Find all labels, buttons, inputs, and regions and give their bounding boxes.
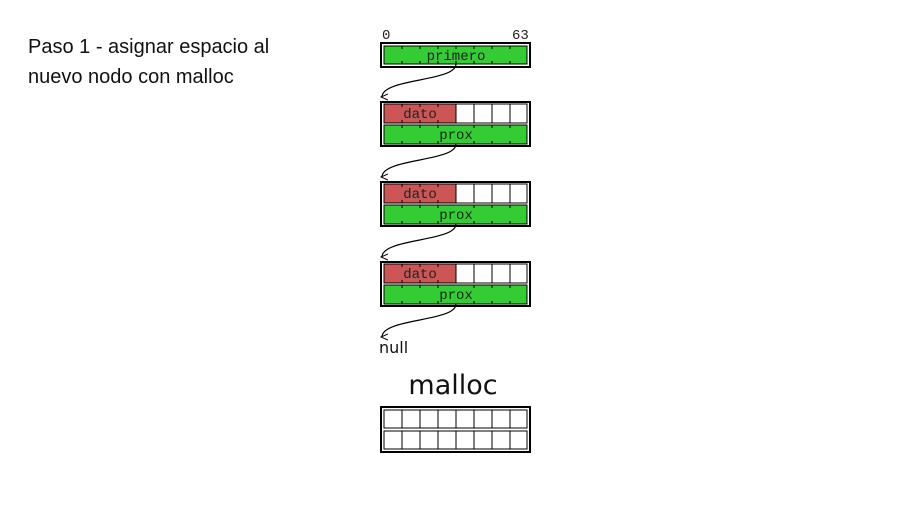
data-unused-cell <box>509 103 528 124</box>
step-description: Paso 1 - asignar espacio al nuevo nodo c… <box>28 32 328 92</box>
arrow-node-2-to-node-3 <box>382 223 457 257</box>
data-unused-cell <box>491 263 511 284</box>
list-node-2: dato prox <box>380 181 531 227</box>
data-unused-cell <box>455 183 475 204</box>
data-unused-cell <box>491 183 511 204</box>
bit-index-end: 63 <box>512 28 529 44</box>
head-pointer-label: primero <box>427 49 486 65</box>
malloc-label: malloc <box>408 370 497 401</box>
arrow-node-1-to-node-2 <box>382 143 457 177</box>
malloc-block <box>380 406 531 453</box>
data-field-label: dato <box>403 267 437 283</box>
data-unused-cell <box>473 183 493 204</box>
data-unused-cell <box>473 103 493 124</box>
null-label: null <box>379 338 408 357</box>
data-unused-cell <box>455 103 475 124</box>
data-field-label: dato <box>403 107 437 123</box>
step-description-line-1: Paso 1 - asignar espacio al <box>28 36 270 58</box>
head-pointer: 0 63 primero <box>380 28 531 68</box>
data-unused-cell <box>473 263 493 284</box>
bit-index-start: 0 <box>382 28 390 44</box>
arrow-node-3-to-null <box>382 303 457 337</box>
data-unused-cell <box>509 263 528 284</box>
data-field-label: dato <box>403 187 437 203</box>
next-pointer-label: prox <box>439 208 473 224</box>
step-description-line-2: nuevo nodo con malloc <box>28 66 234 88</box>
data-unused-cell <box>455 263 475 284</box>
next-pointer-label: prox <box>439 288 473 304</box>
data-unused-cell <box>509 183 528 204</box>
list-node-1: dato prox <box>380 101 531 147</box>
list-node-3: dato prox <box>380 261 531 307</box>
arrow-head-to-node-1 <box>382 63 457 97</box>
data-unused-cell <box>491 103 511 124</box>
next-pointer-label: prox <box>439 128 473 144</box>
